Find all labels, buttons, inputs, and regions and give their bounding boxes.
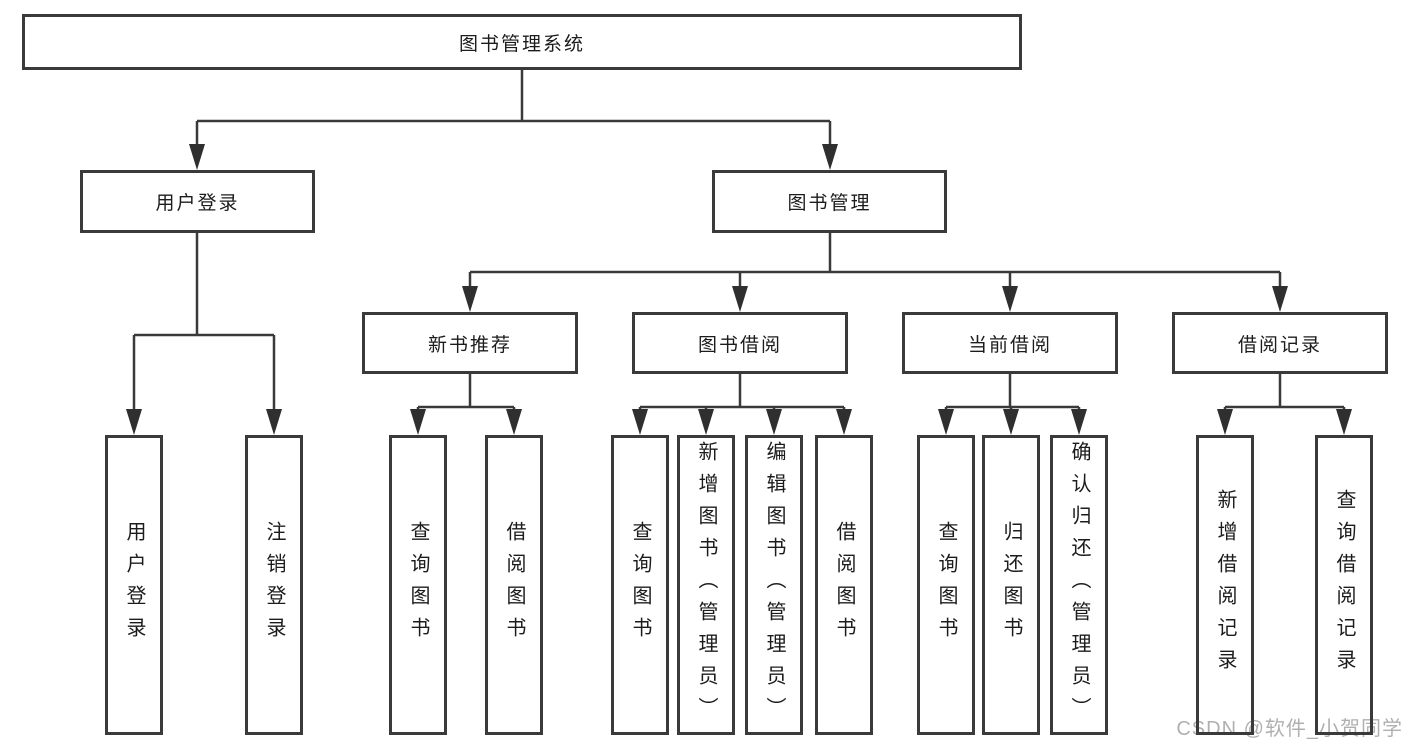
node-leaf-return-books: 归还图书 [982, 435, 1040, 735]
node-leaf-borrow-books: 借阅图书 [485, 435, 543, 735]
node-borrow-records: 借阅记录 [1172, 312, 1388, 374]
arrow-down-icon [698, 409, 714, 435]
node-leaf-add-books-admin: 新增图书（管理员） [677, 435, 735, 735]
node-book-management: 图书管理 [712, 170, 947, 233]
node-label: 确认归还（管理员） [1068, 441, 1090, 729]
arrow-down-icon [766, 409, 782, 435]
node-label: 查询图书 [935, 521, 957, 649]
node-leaf-borrow-books: 借阅图书 [815, 435, 873, 735]
node-label: 归还图书 [1000, 521, 1022, 649]
node-label: 查询图书 [629, 521, 651, 649]
arrow-down-icon [1272, 286, 1288, 312]
node-label: 用户登录 [123, 521, 145, 649]
node-label: 图书管理系统 [458, 33, 585, 55]
node-leaf-user-login: 用户登录 [105, 435, 163, 735]
node-leaf-logout: 注销登录 [245, 435, 303, 735]
arrow-down-icon [266, 409, 282, 435]
connector-root-to-level2 [195, 70, 832, 152]
arrow-down-icon [1071, 409, 1087, 435]
node-label: 查询图书 [407, 521, 429, 649]
node-label: 借阅图书 [503, 521, 525, 649]
node-label: 图书管理 [787, 193, 872, 214]
node-label: 编辑图书（管理员） [763, 441, 785, 729]
node-label: 图书借阅 [697, 334, 782, 356]
node-leaf-confirm-return-admin: 确认归还（管理员） [1050, 435, 1108, 735]
connector-user-login-to-leaves [132, 233, 276, 417]
arrow-down-icon [632, 409, 648, 435]
node-leaf-query-books: 查询图书 [611, 435, 669, 735]
arrow-down-icon [410, 409, 426, 435]
node-label: 新书推荐 [427, 334, 512, 356]
arrow-down-icon [462, 286, 478, 312]
node-label: 借阅记录 [1237, 334, 1322, 356]
csdn-watermark: CSDN @软件_小贺同学 [1176, 718, 1403, 740]
node-leaf-edit-books-admin: 编辑图书（管理员） [745, 435, 803, 735]
arrow-down-icon [1217, 409, 1233, 435]
connector-book-borrow-to-leaves [638, 374, 846, 417]
arrow-down-icon [938, 409, 954, 435]
node-user-login: 用户登录 [80, 170, 315, 233]
node-label: 注销登录 [263, 521, 285, 649]
node-label: 用户登录 [155, 193, 240, 214]
node-leaf-query-books: 查询图书 [389, 435, 447, 735]
node-library-management-system: 图书管理系统 [22, 14, 1022, 70]
arrow-down-icon [1002, 286, 1018, 312]
connector-book-mgmt-to-level3 [468, 233, 1282, 294]
arrow-down-icon [1003, 409, 1019, 435]
node-new-book-recommend: 新书推荐 [362, 312, 578, 374]
arrow-down-icon [822, 144, 838, 170]
node-leaf-query-books: 查询图书 [917, 435, 975, 735]
connector-borrow-records-to-leaves [1223, 374, 1346, 417]
arrow-down-icon [1336, 409, 1352, 435]
node-book-borrow: 图书借阅 [632, 312, 848, 374]
node-label: 新增图书（管理员） [695, 441, 717, 729]
node-label: 新增借阅记录 [1214, 489, 1236, 681]
node-label: 查询借阅记录 [1333, 489, 1355, 681]
arrow-down-icon [506, 409, 522, 435]
arrow-down-icon [836, 409, 852, 435]
node-label: 当前借阅 [967, 334, 1052, 356]
connector-new-book-to-leaves [416, 374, 516, 417]
arrow-down-icon [126, 409, 142, 435]
arrow-down-icon [732, 286, 748, 312]
arrow-down-icon [189, 144, 205, 170]
node-leaf-query-borrow-record: 查询借阅记录 [1315, 435, 1373, 735]
node-leaf-add-borrow-record: 新增借阅记录 [1196, 435, 1254, 735]
node-current-borrow: 当前借阅 [902, 312, 1118, 374]
node-label: 借阅图书 [833, 521, 855, 649]
